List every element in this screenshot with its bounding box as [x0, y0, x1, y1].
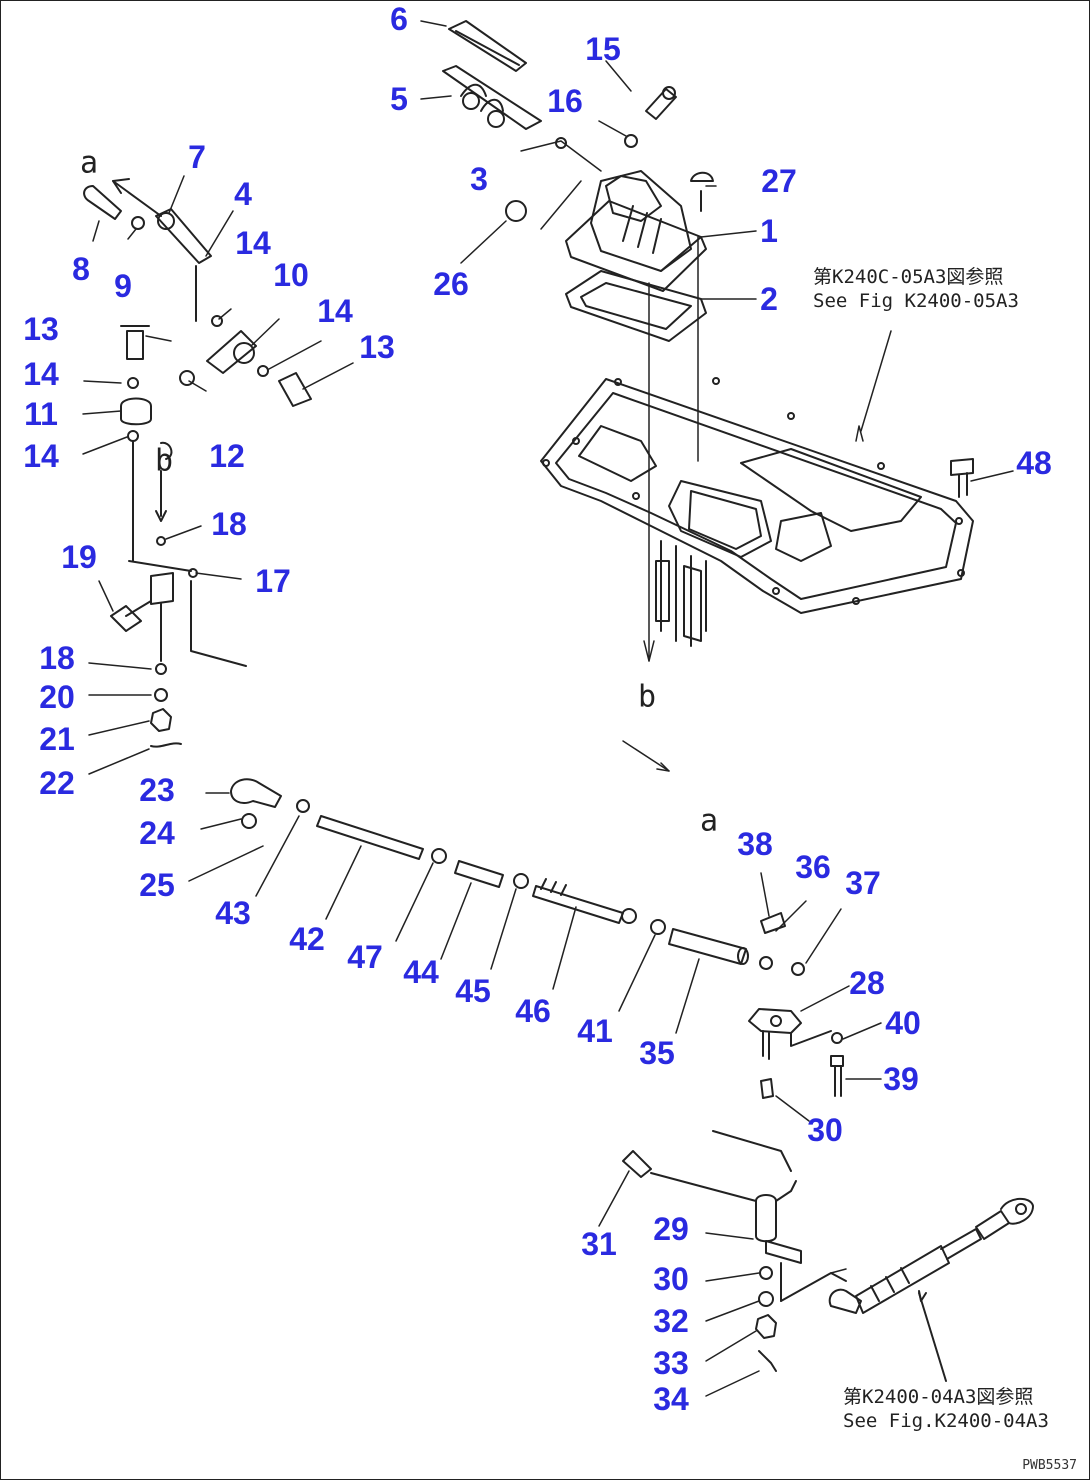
left-leaders	[82, 175, 354, 775]
ref-letter-a-mid: a	[699, 803, 719, 839]
small-bolts-upper	[505, 86, 714, 222]
callout-15: 15	[585, 31, 621, 67]
callout-43: 43	[215, 895, 251, 931]
callout-16: 16	[547, 83, 583, 119]
cover-plate	[540, 377, 974, 647]
lower-leaders	[598, 985, 882, 1397]
callout-24: 24	[139, 815, 175, 851]
ref-letter-a-top: a	[79, 145, 99, 181]
callout-19: 19	[61, 539, 97, 575]
callout-8: 8	[72, 251, 90, 287]
callout-30a: 30	[807, 1112, 843, 1148]
callout-7: 7	[188, 139, 206, 175]
reference-note-05a3-line1: 第K240C-05A3図参照	[813, 266, 1004, 288]
callout-18a: 18	[211, 506, 247, 542]
callout-9: 9	[114, 268, 132, 304]
drawing-code: PWB5537	[1022, 1458, 1077, 1473]
reference-note-05a3-line2: See Fig K2400-05A3	[813, 290, 1019, 312]
callout-2: 2	[760, 281, 778, 317]
callout-29: 29	[653, 1211, 689, 1247]
callout-13b: 13	[359, 329, 395, 365]
part-5-lever	[442, 65, 542, 130]
callout-28: 28	[849, 965, 885, 1001]
callout-32: 32	[653, 1303, 689, 1339]
callout-38: 38	[737, 826, 773, 862]
callout-17: 17	[255, 563, 291, 599]
callout-14b: 14	[317, 293, 353, 329]
callout-26: 26	[433, 266, 469, 302]
bracket-28	[748, 1008, 844, 1099]
callout-36: 36	[795, 849, 831, 885]
callout-46: 46	[515, 993, 551, 1029]
cylinder	[828, 1197, 1034, 1382]
callout-11: 11	[24, 396, 58, 432]
callout-30b: 30	[653, 1261, 689, 1297]
callout-34: 34	[653, 1381, 689, 1417]
reference-note-04a3-line2: See Fig.K2400-04A3	[843, 1410, 1049, 1432]
callout-21: 21	[39, 721, 75, 757]
ref-letter-b-left: b	[154, 443, 174, 479]
callout-3: 3	[470, 161, 488, 197]
callout-6: 6	[390, 1, 408, 37]
callout-23: 23	[139, 772, 175, 808]
callout-47: 47	[347, 939, 383, 975]
callout-25: 25	[139, 867, 175, 903]
callout-48: 48	[1016, 445, 1052, 481]
callout-18b: 18	[39, 640, 75, 676]
part-6-plate	[448, 20, 527, 72]
reference-note-05a3: 第K240C-05A3図参照 See Fig K2400-05A3	[813, 265, 1019, 313]
callout-13a: 13	[23, 311, 59, 347]
callout-33: 33	[653, 1345, 689, 1381]
callout-42: 42	[289, 921, 325, 957]
leader-lines	[420, 20, 1014, 772]
callout-20: 20	[39, 679, 75, 715]
callout-1: 1	[760, 213, 778, 249]
part-48-bolt	[950, 458, 974, 498]
callout-10: 10	[273, 257, 309, 293]
rod-assembly	[230, 778, 805, 976]
callout-45: 45	[455, 973, 491, 1009]
callout-4: 4	[234, 176, 252, 212]
callout-41: 41	[577, 1013, 613, 1049]
callout-14c: 14	[23, 356, 59, 392]
callout-40: 40	[885, 1005, 921, 1041]
rod-leaders	[188, 792, 842, 1034]
callout-31: 31	[581, 1226, 617, 1262]
ref-letter-b-mid: b	[637, 679, 657, 715]
left-linkage	[83, 178, 312, 748]
callout-14d: 14	[23, 438, 59, 474]
callout-27: 27	[761, 163, 797, 199]
callout-37: 37	[845, 865, 881, 901]
callout-35: 35	[639, 1035, 675, 1071]
lever-housing	[565, 170, 707, 292]
gasket	[565, 270, 707, 342]
reference-note-04a3-line1: 第K2400-04A3図参照	[843, 1386, 1034, 1408]
callout-12: 12	[209, 438, 245, 474]
reference-note-04a3: 第K2400-04A3図参照 See Fig.K2400-04A3	[843, 1385, 1049, 1433]
callout-14a: 14	[235, 225, 271, 261]
callout-5: 5	[390, 81, 408, 117]
callout-22: 22	[39, 765, 75, 801]
callout-44: 44	[403, 954, 439, 990]
callout-39: 39	[883, 1061, 919, 1097]
